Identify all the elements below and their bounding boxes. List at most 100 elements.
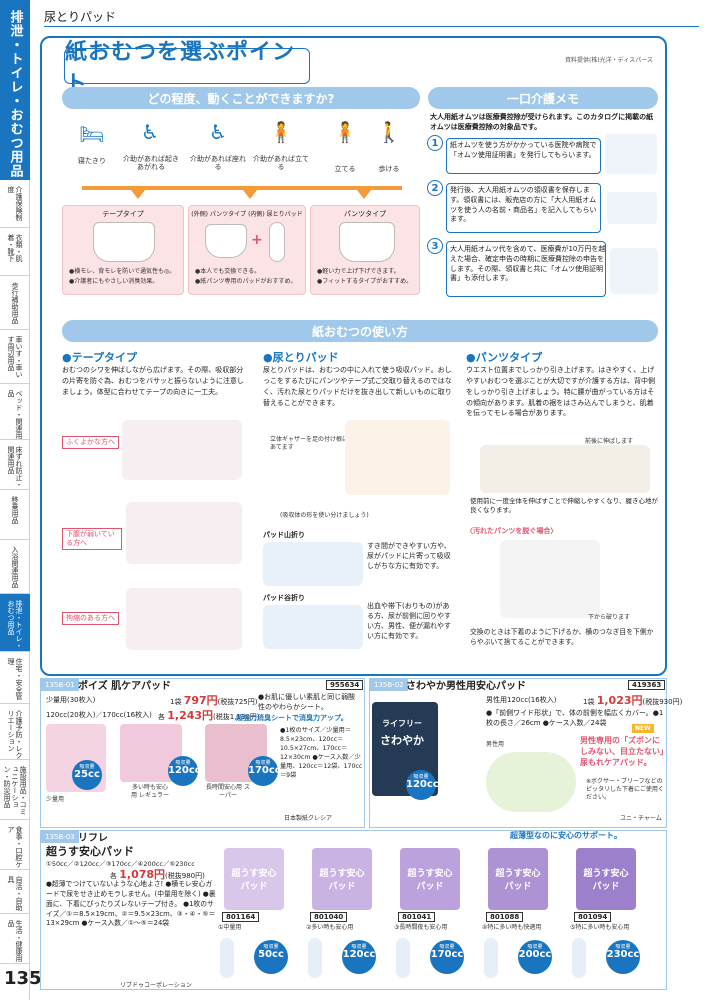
memo-step-number: 2: [427, 180, 443, 196]
side-nav-title: 排泄・トイレ・おむつ用品: [0, 0, 30, 180]
memo-step-box: 大人用紙オムツ代を含めて、医療費が10万円を越えた場合、確定申告の時期に医療費控…: [446, 241, 606, 297]
tape-diaper-illustration: [126, 588, 242, 650]
pants-usage-text: ウエスト位置までしっかり引き上げます。はきやすく、上げやすいおむつを選ぶことが大…: [466, 366, 655, 418]
product-highlight: 男性専用の「ズボンにしみない、目立たない」尿もれケアパッド。: [580, 736, 664, 767]
pants-caption: 使用前に一度全体を伸ばすことで伸縮しやすくなり、履き心地が良くなります。: [470, 497, 658, 515]
side-nav-item[interactable]: 介護予防・レクリエーション: [0, 704, 30, 760]
product-card: [40, 678, 365, 828]
product-name: さわやか男性用安心パッド: [406, 681, 526, 692]
package-label: ③長時間夜も安心用: [394, 924, 448, 931]
side-nav-item[interactable]: 食事・口腔ケア: [0, 820, 30, 870]
pad-image: [572, 938, 586, 978]
combo-note: ●本人でも交換できる。: [195, 268, 261, 275]
tape-tip-tag: ふくよかな方へ: [62, 436, 119, 450]
standing-person-icon: 🧍: [332, 120, 358, 144]
tape-usage-text: おむつのシワを伸ばしながら広げます。その際、吸収部分の片寄を防ぐ為、おむつをバサ…: [62, 366, 244, 396]
memo-intro: 大人用紙オムツは医療費控除が受けられます。このカタログに掲載の紙オムツは医療費控…: [430, 113, 654, 131]
tape-diaper-image: [93, 222, 155, 262]
product-desc: ●「前側ワイド形状」で、体の前側を幅広くカバー。●1枚の長さ／26cm ●ケース…: [486, 709, 664, 728]
walking-person-icon: 🚶: [376, 120, 402, 144]
side-nav-item[interactable]: 衣類・肌着・靴下: [0, 228, 30, 276]
side-nav-item[interactable]: 入浴関連用品: [0, 540, 30, 594]
package-label: 多い時も安心用 レギュラー: [131, 784, 169, 799]
activity-label: 介助があれば起きあがれる: [123, 155, 179, 172]
side-nav-item[interactable]: 歩行補助用品: [0, 276, 30, 330]
product-package: 超うす安心パッド: [400, 848, 460, 910]
side-nav-item[interactable]: 生活・健康用品: [0, 914, 30, 964]
wheelchair-person-icon: ♿: [209, 120, 227, 144]
side-nav-item[interactable]: 移乗用品: [0, 490, 30, 540]
activity-range-bar: [82, 186, 402, 190]
side-nav-item[interactable]: 車いす・車いす周辺用品: [0, 330, 30, 384]
tape-note: ●横モレ、背モレを防いで通気性も◎。: [69, 268, 176, 275]
question-heading: どの程度、動くことができますか?: [62, 87, 420, 109]
pants-caption: 前後に伸ばします: [585, 438, 634, 445]
product-number: 801041: [398, 912, 436, 922]
activity-label: 介助があれば立てる: [253, 155, 309, 172]
package-brand: 超うす安心パッド: [231, 869, 277, 892]
memo-step-number: 3: [427, 238, 443, 254]
memo-step-text: 紙オムツを使う方がかかっている医院や病院で「オムツ使用証明書」を発行してもらいま…: [450, 141, 597, 159]
package-label: ④特に多い時も快適用: [482, 924, 542, 931]
pants-type-box: パンツタイプ ●軽い力で上げ下げできます。 ●フィットするタイプがおすすめ。: [310, 205, 420, 295]
product-number: 801088: [486, 912, 524, 922]
product-size: ①50cc／②120cc／③170cc／④200cc／⑤230cc: [46, 860, 195, 868]
tape-type-label: テープタイプ: [102, 210, 144, 218]
memo-step-number: 1: [427, 135, 443, 151]
pants-usage-title: ●パンツタイプ: [466, 351, 543, 364]
tape-type-box: テープタイプ ●横モレ、背モレを防いで通気性も◎。 ●介護者にもやさしい消臭効果…: [62, 205, 184, 295]
combo-type-box: (外側) パンツタイプ (内側) 尿とりパッド + ●本人でも交換できる。 ●紙…: [188, 205, 306, 295]
memo-step-text: 大人用紙オムツ代を含めて、医療費が10万円を越えた場合、確定申告の時期に医療費控…: [450, 245, 606, 283]
activity-label: 立てる: [334, 165, 356, 173]
memo-step-box: 紙オムツを使う方がかかっている医院や病院で「オムツ使用証明書」を発行してもらいま…: [446, 138, 601, 174]
pad-usage-text: 尿とりパッドは、おむつの中に入れて使う吸収パッド。おしっこをするたびにパンツやテ…: [263, 366, 452, 407]
side-nav-item-active[interactable]: 排泄・トイレ・おむつ用品: [0, 594, 30, 652]
product-number: 801040: [310, 912, 348, 922]
pad-image: [308, 938, 322, 978]
side-nav-item[interactable]: 住宅・安全管理: [0, 652, 30, 704]
side-nav-item[interactable]: ベッド・関連用品: [0, 384, 30, 440]
tape-diaper-illustration: [122, 420, 242, 480]
side-nav-item[interactable]: 自活・自助具: [0, 870, 30, 914]
package-label: 少量用: [46, 796, 65, 803]
new-badge: NEW: [632, 724, 654, 733]
remove-pants-illustration: [500, 540, 600, 618]
pad-placement-illustration: [345, 420, 450, 495]
product-desc: ●超薄でつけていないような心地よさ! ●横モレ安心ガードで尿をせき止めモラしませ…: [46, 880, 216, 928]
pants-type-label: パンツタイプ: [343, 210, 387, 218]
package-brand: ライフリー: [382, 719, 422, 728]
product-package: 超うす安心パッド: [312, 848, 372, 910]
package-label: 長時間安心用 スーパー: [206, 784, 250, 799]
pants-caption: 下から破ります: [588, 614, 631, 621]
product-name: 超うす安心パッド: [46, 845, 134, 858]
package-product: さわやか: [380, 734, 424, 747]
pants-note: ●軽い力で上げ下げできます。: [317, 268, 400, 275]
activity-label: 寝たきり: [78, 157, 106, 165]
product-code-tag: 135B-03: [41, 831, 79, 843]
product-number: 419363: [628, 680, 666, 690]
product-desc: ●お肌に優しい素肌と同じ弱酸性のやわらかシート。: [258, 693, 356, 712]
package-label: 男性用: [486, 741, 505, 748]
pants-diaper-image: [339, 222, 395, 262]
side-nav-item[interactable]: 介護保険制度: [0, 180, 30, 228]
side-nav-item[interactable]: 施設用品・コミュニケーション・防災用品: [0, 760, 30, 820]
product-name: リフレ: [78, 833, 108, 844]
package-label: ⑤特に多い時も安心用: [570, 924, 630, 931]
activity-label: 介助があれば座れる: [190, 155, 246, 172]
side-nav-item[interactable]: 床ずれ防止・関連用品: [0, 440, 30, 490]
pad-image: [484, 938, 498, 978]
manufacturer: 日本製紙クレシア: [284, 815, 333, 822]
valley-fold-illustration: [263, 605, 363, 649]
package-label: ①中量用: [218, 924, 242, 931]
product-package: 超うす安心パッド: [488, 848, 548, 910]
remove-pants-heading: 〈汚れたパンツを脱ぐ場合〉: [466, 527, 558, 535]
manufacturer: ユニ・チャーム: [620, 815, 662, 822]
page-title: 紙おむつを選ぶポイント: [64, 40, 310, 97]
product-price: 1袋 797円(税抜725円): [170, 694, 258, 707]
pants-image: [205, 224, 247, 258]
receipt-illustration: [607, 192, 657, 224]
